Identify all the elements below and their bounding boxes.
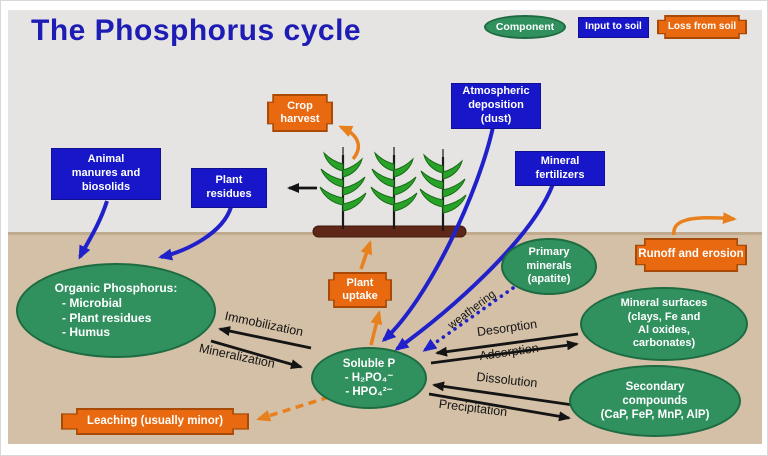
box-atmospheric-deposition-label: Atmospheric deposition (dust)	[462, 85, 530, 125]
pool-organic-item: - Humus	[62, 325, 110, 340]
pool-organic-phosphorus: Organic Phosphorus: - Microbial - Plant …	[16, 263, 216, 358]
corn-plant-icon	[369, 145, 419, 231]
arrow-desorption	[435, 332, 579, 357]
box-atmospheric-deposition: Atmospheric deposition (dust)	[451, 83, 541, 129]
arrow-immobilization	[218, 326, 312, 350]
box-plant-uptake: Plant uptake	[328, 272, 392, 308]
pool-primary-minerals: Primary minerals (apatite)	[501, 238, 597, 295]
box-mineral-fertilizers: Mineral fertilizers	[515, 151, 605, 186]
corn-plant-icon	[318, 145, 368, 231]
arrow-animal-manures-to-organic	[78, 200, 109, 260]
pool-soluble-p: Soluble P - H₂PO₄⁻ - HPO₄²⁻	[311, 347, 427, 409]
pool-organic-item: - Plant residues	[62, 310, 152, 325]
plant-bed	[312, 225, 467, 238]
pool-secondary-line: compounds	[622, 394, 688, 407]
pool-primary-line: minerals	[526, 259, 572, 272]
box-plant-residues: Plant residues	[191, 168, 267, 208]
pool-soluble-line: - HPO₄²⁻	[345, 386, 393, 398]
box-animal-manures-label: Animal manures and biosolids	[71, 153, 141, 193]
box-animal-manures: Animal manures and biosolids	[51, 148, 161, 200]
arrow-plant-residues-to-organic	[158, 206, 233, 261]
arrow-leaching-dashed	[256, 395, 330, 422]
legend-input-to-soil: Input to soil	[578, 17, 649, 38]
box-runoff-erosion-label: Runoff and erosion	[637, 240, 745, 270]
arrow-precipitation	[428, 392, 571, 422]
arrow-fertilizers-to-soluble	[394, 183, 555, 351]
legend-loss-from-soil: Loss from soil	[657, 15, 747, 39]
box-plant-residues-label: Plant residues	[206, 174, 252, 200]
legend-input-label: Input to soil	[585, 21, 642, 33]
arrow-adsorption	[430, 340, 579, 365]
box-crop-harvest: Crop harvest	[267, 94, 333, 132]
box-plant-uptake-label: Plant uptake	[330, 274, 390, 306]
pool-mineral-surfaces-line: Mineral surfaces	[620, 297, 708, 310]
arrow-atmospheric-to-soluble	[381, 126, 495, 343]
arrow-plant-uptake-to-roots	[359, 240, 373, 270]
pool-organic-item: - Microbial	[62, 295, 123, 310]
pool-secondary-line: Secondary	[625, 380, 685, 393]
legend-component: Component	[484, 15, 566, 39]
pool-organic-title: Organic Phosphorus:	[54, 281, 178, 296]
arrow-dissolution	[432, 381, 574, 407]
page-title: The Phosphorus cycle	[31, 14, 362, 47]
pool-mineral-surfaces: Mineral surfaces (clays, Fe and Al oxide…	[580, 287, 748, 361]
box-mineral-fertilizers-label: Mineral fertilizers	[535, 154, 585, 181]
arrow-plants-to-crop-harvest	[338, 125, 361, 161]
pool-soluble-line: - H₂PO₄⁻	[344, 371, 394, 384]
arrow-soluble-to-plant-uptake	[369, 310, 383, 346]
legend-component-label: Component	[495, 21, 555, 33]
pool-secondary-compounds: Secondary compounds (CaP, FeP, MnP, AlP)	[569, 365, 741, 437]
box-crop-harvest-label: Crop harvest	[269, 96, 331, 130]
box-runoff-erosion: Runoff and erosion	[635, 238, 747, 272]
pool-mineral-surfaces-line: carbonates)	[632, 337, 696, 350]
arrow-runoff	[672, 212, 737, 236]
pool-mineral-surfaces-line: (clays, Fe and	[627, 310, 701, 323]
pool-secondary-line: (CaP, FeP, MnP, AlP)	[600, 409, 710, 421]
arrow-mineralization	[210, 339, 303, 370]
pool-soluble-line: Soluble P	[342, 357, 396, 370]
pool-mineral-surfaces-line: Al oxides,	[638, 324, 690, 336]
box-leaching: Leaching (usually minor)	[61, 408, 249, 435]
legend-loss-label: Loss from soil	[659, 17, 745, 37]
pool-primary-line: (apatite)	[527, 273, 571, 286]
box-leaching-label: Leaching (usually minor)	[63, 410, 247, 433]
pool-primary-line: Primary	[528, 246, 570, 259]
